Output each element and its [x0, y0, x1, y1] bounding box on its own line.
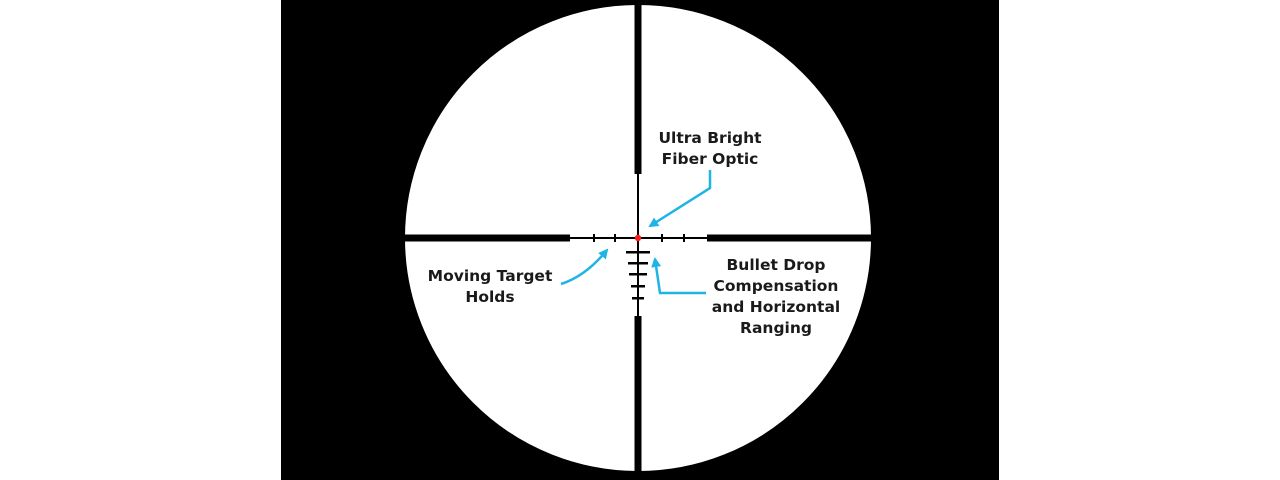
- right-thin-line: [640, 237, 707, 239]
- fiber-optic-label-line: Ultra Bright: [658, 129, 762, 147]
- left-thin-line: [570, 237, 636, 239]
- bottom-thick-post: [634, 316, 642, 472]
- bullet-drop-label-line: and Horizontal: [711, 298, 841, 316]
- moving-target-label: Moving Target Holds: [418, 266, 562, 308]
- hold-tick: [593, 234, 595, 242]
- callout-arrow-icon: [651, 257, 706, 295]
- top-thick-post: [634, 4, 642, 174]
- bullet-drop-label: Bullet Drop Compensation and Horizontal …: [702, 255, 850, 339]
- fiber-optic-label-line: Fiber Optic: [661, 150, 759, 168]
- crosshair-group: [404, 4, 872, 472]
- right-thick-post: [707, 234, 872, 242]
- callout-arrow-icon: [560, 248, 609, 286]
- fiber-optic-label: Ultra Bright Fiber Optic: [648, 128, 772, 170]
- left-thick-post: [404, 234, 570, 242]
- bottom-thin-line: [637, 240, 639, 316]
- fiber-optic-dot-icon: [634, 234, 642, 242]
- bdc-bar: [629, 273, 647, 276]
- bdc-bar: [626, 251, 650, 254]
- bdc-bar: [628, 262, 648, 265]
- lens-edge: [403, 3, 873, 473]
- moving-target-label-line: Moving Target: [427, 267, 553, 285]
- bullet-drop-label-line: Bullet Drop: [726, 256, 826, 274]
- callout-arrow-icon: [648, 170, 712, 228]
- bdc-bar: [631, 285, 645, 288]
- bdc-bar: [632, 297, 644, 300]
- top-thin-line: [637, 174, 639, 236]
- hold-tick: [661, 234, 663, 242]
- hold-tick: [683, 234, 685, 242]
- hold-tick: [614, 234, 616, 242]
- bullet-drop-label-line: Compensation: [713, 277, 839, 295]
- bullet-drop-label-line: Ranging: [740, 319, 812, 337]
- scope-body: [281, 0, 999, 480]
- moving-target-label-line: Holds: [465, 288, 515, 306]
